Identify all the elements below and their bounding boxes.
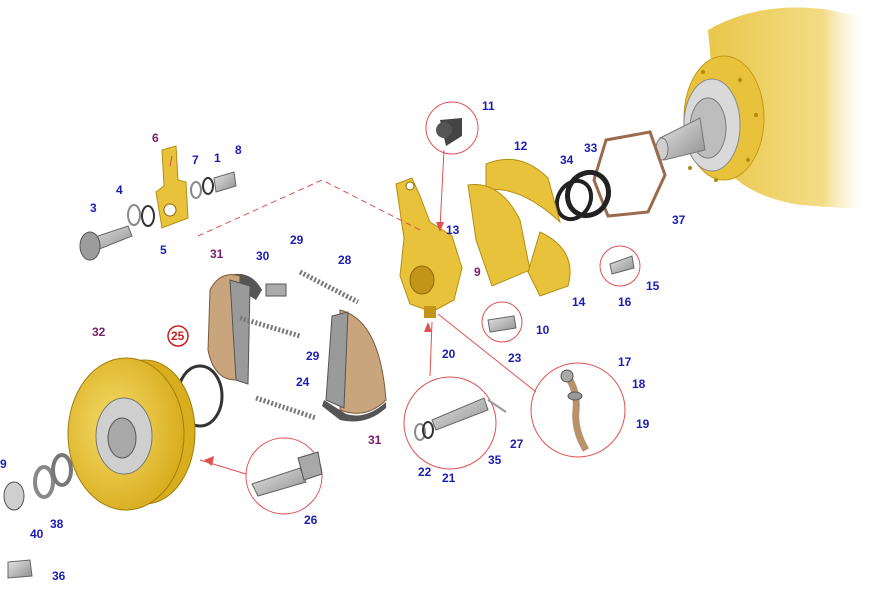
callout-37: 37 — [672, 213, 686, 227]
detail-hose — [530, 362, 626, 458]
bearing-40 — [3, 481, 25, 511]
callout-26: 26 — [304, 513, 318, 527]
callout-14: 14 — [572, 295, 586, 309]
callout-29b: 29 — [306, 349, 320, 363]
washer-4 — [127, 204, 141, 226]
seal-rings — [554, 169, 612, 222]
brake-spider — [395, 177, 463, 318]
callout-21: 21 — [442, 471, 456, 485]
callout-11: 11 — [482, 99, 495, 113]
detail-bolt-10 — [481, 301, 523, 343]
callout-18: 18 — [632, 377, 646, 391]
detail-pin-35 — [403, 376, 507, 470]
callout-6: 6 — [152, 131, 159, 145]
callout-8: 8 — [235, 143, 242, 157]
callout-3: 3 — [90, 201, 97, 215]
callout-28: 28 — [338, 253, 352, 267]
brake-shoe-lower — [322, 309, 387, 422]
flange-bolt-ring — [688, 70, 758, 182]
dust-shield-upper — [467, 158, 561, 287]
callout-23: 23 — [508, 351, 522, 365]
bolt-8 — [213, 171, 237, 193]
washer-7 — [190, 181, 202, 199]
camshaft — [79, 225, 133, 261]
callout-38: 38 — [50, 517, 64, 531]
callout-17: 17 — [618, 355, 632, 369]
roller-30 — [265, 283, 287, 297]
callout-27: 27 — [510, 437, 524, 451]
callout-29a: 29 — [290, 233, 304, 247]
gasket — [592, 130, 667, 218]
callout-16: 16 — [618, 295, 632, 309]
callout-35: 35 — [488, 453, 502, 467]
callout-9b: 9 — [0, 457, 7, 471]
detail-bolt-26 — [245, 437, 323, 515]
callout-40: 40 — [30, 527, 44, 541]
spring-upper — [298, 269, 360, 305]
callout-7: 7 — [192, 153, 199, 167]
callout-31b: 31 — [368, 433, 382, 447]
callout-labels: 1 3 4 5 6 7 8 9 9 10 11 12 13 14 15 16 1… — [0, 99, 686, 583]
callout-24: 24 — [296, 375, 310, 389]
dust-shield-lower — [527, 231, 571, 297]
callout-13: 13 — [446, 223, 460, 237]
brake-drum — [67, 357, 196, 511]
callout-1: 1 — [214, 151, 221, 165]
callout-36: 36 — [52, 569, 66, 583]
callout-34: 34 — [560, 153, 574, 167]
callout-33: 33 — [584, 141, 598, 155]
callout-31a: 31 — [210, 247, 224, 261]
callout-15: 15 — [646, 279, 660, 293]
bolt-36 — [7, 559, 33, 579]
callout-9: 9 — [474, 265, 481, 279]
callout-20: 20 — [442, 347, 456, 361]
callout-19: 19 — [636, 417, 650, 431]
washer-1 — [202, 177, 214, 195]
washer-5 — [141, 205, 155, 227]
slack-adjuster — [155, 145, 189, 229]
assembly-dashed-line — [197, 179, 421, 237]
callout-12: 12 — [514, 139, 528, 153]
callout-25: 25 — [171, 329, 185, 343]
callout-32: 32 — [92, 325, 106, 339]
brake-shoe-upper — [207, 273, 262, 385]
callout-25-circle — [167, 325, 189, 347]
callout-30: 30 — [256, 249, 270, 263]
washer-38a — [33, 465, 55, 499]
detail-bleeder — [425, 101, 479, 155]
axle-housing — [655, 7, 873, 210]
spring-lower — [255, 395, 317, 421]
washer-38b — [51, 453, 73, 487]
callout-4: 4 — [116, 183, 123, 197]
leader-arrowheads — [204, 222, 444, 466]
spring-middle — [239, 315, 301, 339]
callout-5: 5 — [160, 243, 167, 257]
callout-22: 22 — [418, 465, 432, 479]
detail-bolt-15 — [599, 245, 641, 287]
callout-10: 10 — [536, 323, 550, 337]
